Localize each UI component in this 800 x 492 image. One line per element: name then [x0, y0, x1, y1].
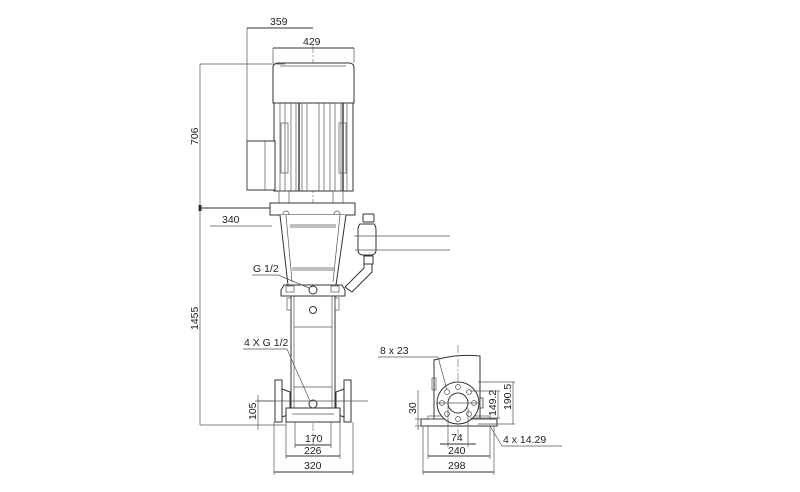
sensor-pipe — [344, 263, 373, 293]
drain-plug — [308, 285, 318, 295]
dim-motor-width: 429 — [303, 36, 321, 48]
flange-view: 8 x 23 30 74 149.2 190.5 240 298 4 x 14.… — [378, 345, 562, 475]
sensor-housing — [357, 223, 377, 256]
dim-bolt-holes: 8 x 23 — [380, 345, 409, 357]
motor-stool — [269, 202, 356, 286]
dim-pump-height: 1455 — [189, 306, 201, 330]
terminal-box — [246, 140, 276, 191]
dim-port-height: 105 — [247, 402, 259, 420]
dim-foot-spacing: 240 — [448, 445, 466, 457]
dim-base-inner: 170 — [305, 433, 323, 445]
flange-dimension-lines — [378, 356, 562, 475]
dim-foot-holes: 4 x 14.29 — [503, 434, 546, 446]
motor — [246, 62, 355, 204]
dim-base-height: 30 — [407, 402, 419, 414]
dim-foot-width: 298 — [448, 460, 466, 472]
dim-motor-offset: 359 — [270, 16, 288, 28]
pump-base — [285, 407, 341, 423]
pressure-gauge-assembly — [344, 213, 450, 293]
dim-bolt-pcd: 149.2 — [487, 390, 499, 416]
dim-coupling-offset: 340 — [222, 214, 240, 226]
pump-head — [280, 284, 346, 297]
dim-motor-height: 706 — [189, 127, 201, 145]
callout-drain-plug: G 1/2 — [253, 263, 279, 275]
side-dimension-lines — [198, 27, 355, 475]
dim-flange-bore: 74 — [451, 432, 463, 444]
motor-body — [273, 102, 354, 192]
motor-fan-cover — [272, 62, 355, 104]
pump-sleeve — [286, 295, 340, 409]
pump-side-view: 359 429 706 340 1455 G 1/2 4 X G 1/2 105… — [189, 16, 450, 475]
dim-base-mid: 226 — [304, 445, 322, 457]
callout-vent-plugs: 4 X G 1/2 — [244, 337, 289, 349]
dim-flange-od: 190.5 — [502, 384, 514, 410]
dim-base-outer: 320 — [304, 460, 322, 472]
